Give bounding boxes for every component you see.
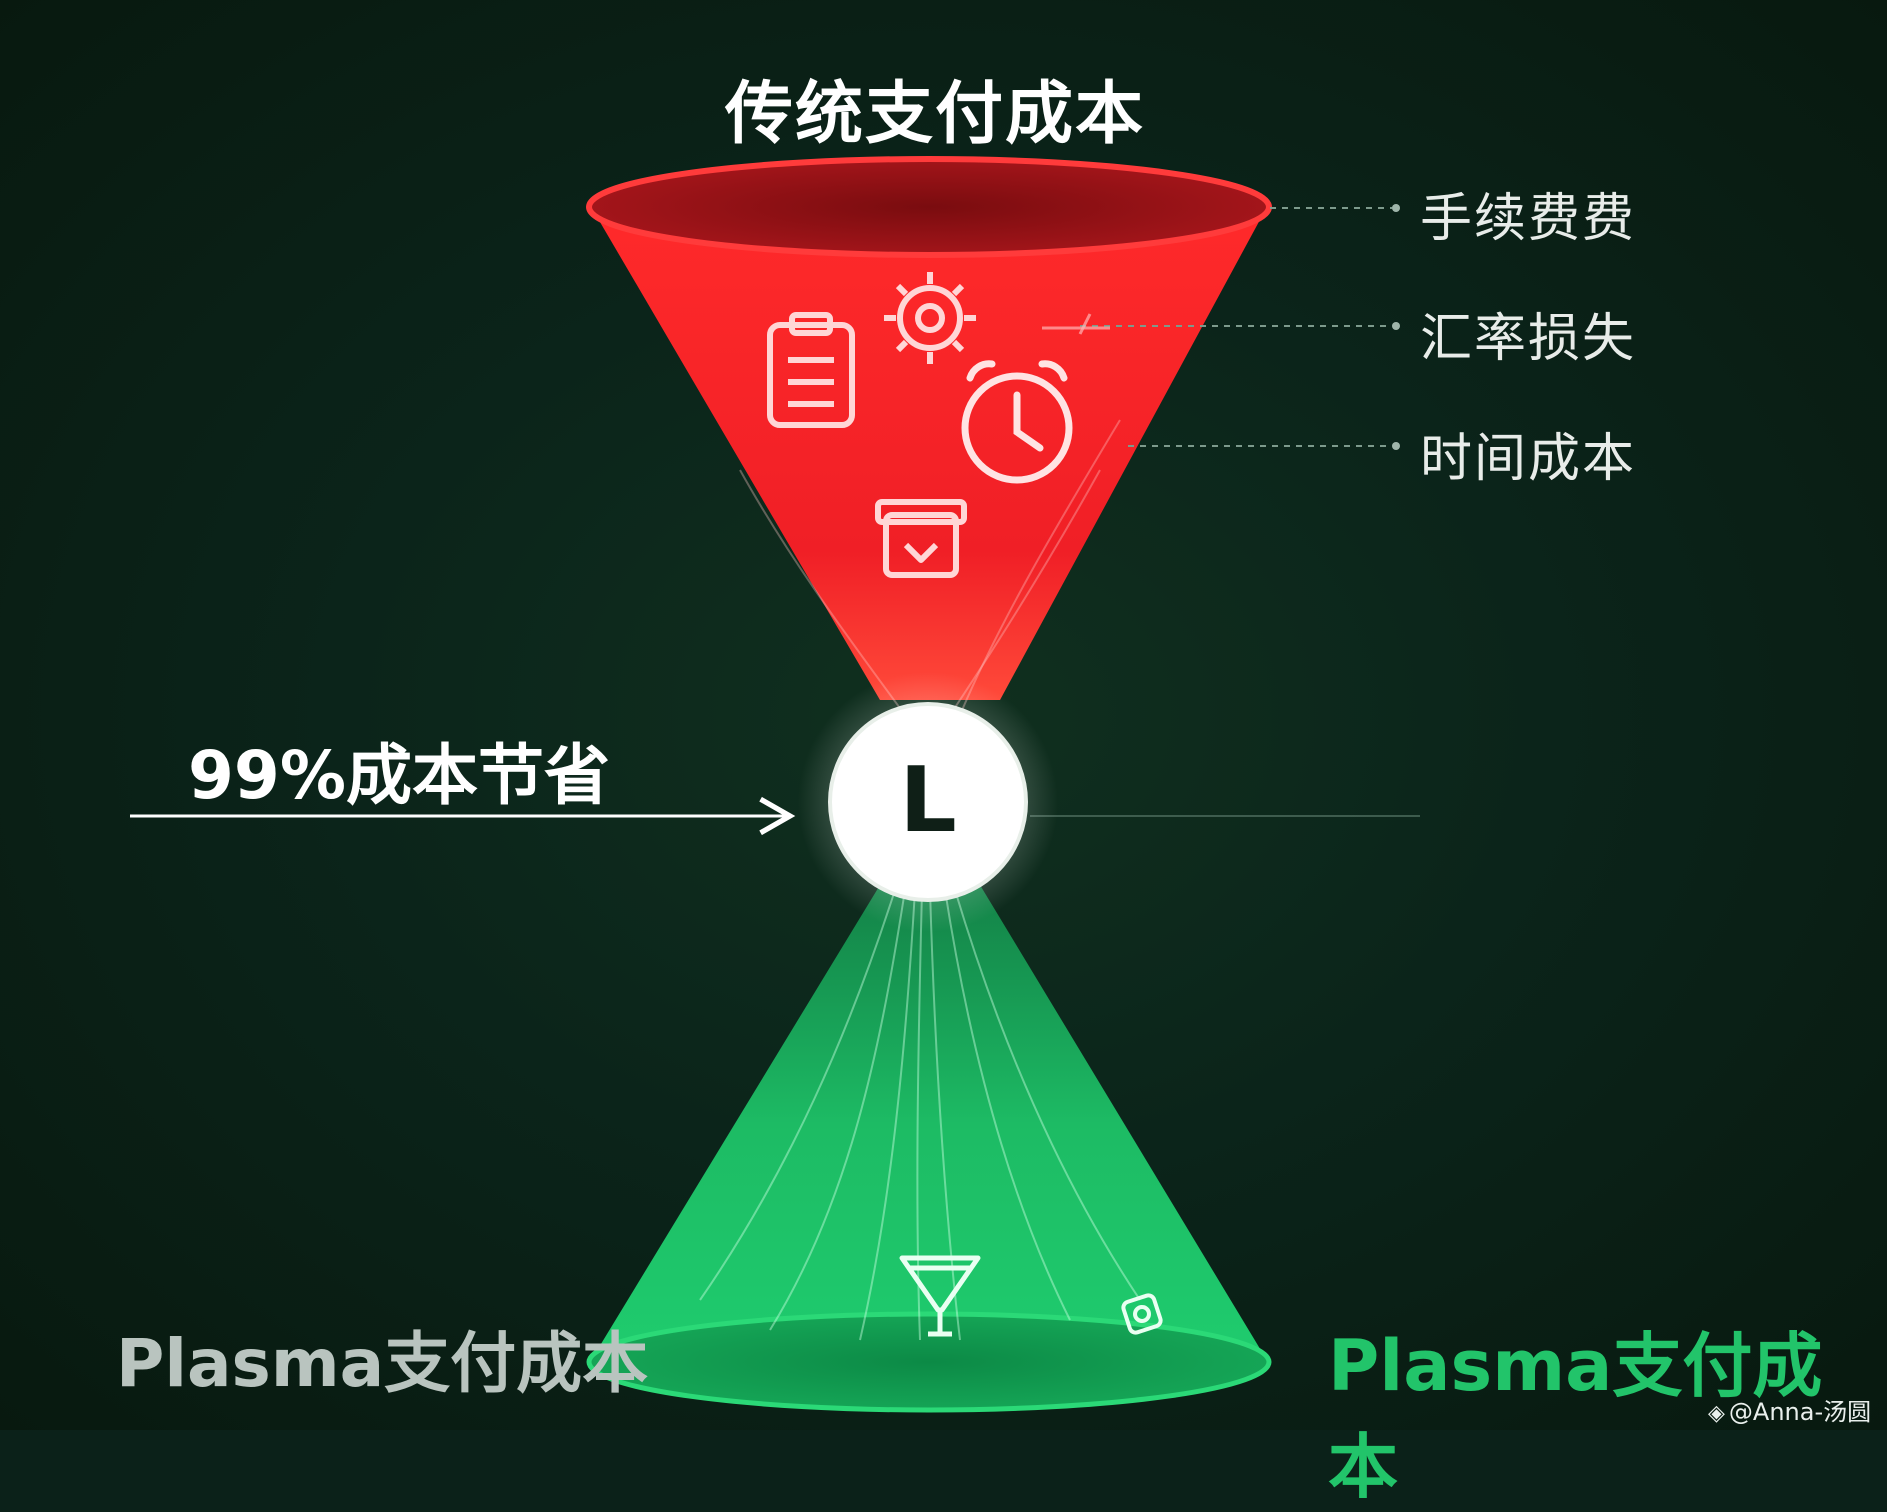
- hub-letter: L: [899, 748, 957, 853]
- leader-lines: [1080, 207, 1392, 447]
- plasma-funnel-rim: [586, 1311, 1272, 1413]
- cost-item-fx-label: 汇率损失: [1420, 309, 1637, 369]
- clipboard-icon: [767, 312, 855, 428]
- hub-circle: [828, 702, 1028, 902]
- watermark: ◈@Anna-汤圆: [1708, 1392, 1871, 1427]
- watermark-text: @Anna-汤圆: [1728, 1398, 1872, 1426]
- binance-icon: ◈: [1708, 1401, 1725, 1426]
- cost-item-fee-label: 手续费费: [1420, 189, 1637, 249]
- coin-icon: [1121, 1293, 1163, 1335]
- light-streaks: [699, 889, 1141, 1341]
- alarm-clock-icon: [961, 360, 1073, 484]
- filter-icon: [899, 1255, 981, 1337]
- leader-dots: [1392, 204, 1400, 450]
- savings-label: 99%成本节省: [188, 737, 610, 814]
- plasma-cost-funnel: [590, 885, 1268, 1362]
- exchange-arrow-icon: [1042, 313, 1110, 335]
- plasma-cost-label-left: Plasma支付成本: [116, 1325, 649, 1402]
- funnel-diagram: [130, 156, 1420, 1413]
- traditional-funnel-rim: [586, 156, 1272, 258]
- heart-box-icon: [875, 499, 967, 578]
- gear-icon: [884, 272, 976, 364]
- traditional-cost-title: 传统支付成本: [724, 75, 1145, 154]
- cost-item-time-label: 时间成本: [1420, 429, 1637, 489]
